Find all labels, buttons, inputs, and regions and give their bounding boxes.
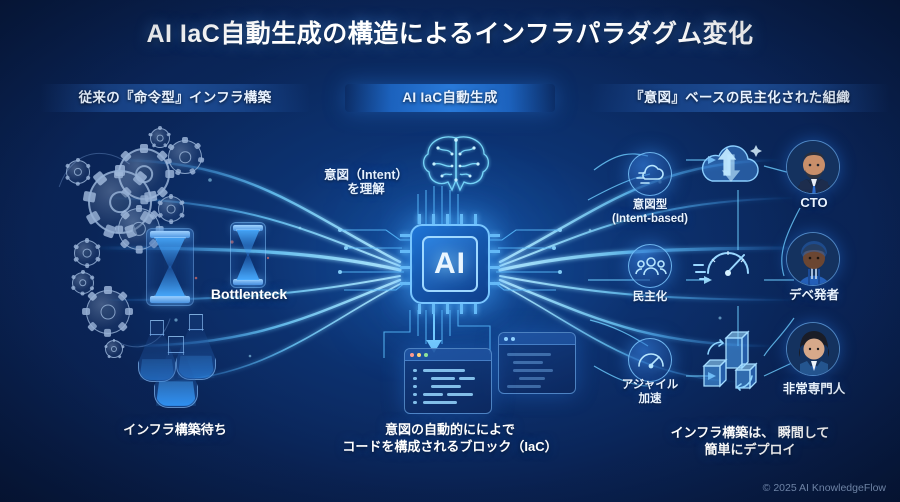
code-window-primary xyxy=(404,348,492,414)
persona-label-specialist: 非常専門人 xyxy=(782,382,846,396)
feature-label-2-line1: アジャイル xyxy=(621,379,679,391)
center-caption: 意図の自動的にによで コードを構成されるブロック（IaC） xyxy=(320,421,580,455)
hourglass-icon xyxy=(146,228,194,306)
intent-label: 意図（Intent） を理解 xyxy=(308,168,424,196)
gear-icon xyxy=(82,286,134,338)
feature-label-2-line2: 加速 xyxy=(638,393,662,405)
right-caption-line1: インフラ構築は、 瞬間して xyxy=(670,425,830,440)
intent-label-line2: を理解 xyxy=(347,182,385,196)
right-caption-line2: 簡単にデプロイ xyxy=(704,442,796,457)
users-group-icon xyxy=(628,244,672,288)
left-caption: インフラ構築待ち xyxy=(123,422,227,437)
avatar-developer xyxy=(786,232,840,286)
feature-label-1: 民主化 xyxy=(608,290,692,304)
code-window-secondary xyxy=(498,332,576,394)
page-title: AI IaC自動生成の構造によるインフラパラダグム変化 xyxy=(146,20,754,48)
intent-label-line1: 意図（Intent） xyxy=(323,168,409,182)
right-caption: インフラ構築は、 瞬間して 簡単にデプロイ xyxy=(620,424,880,458)
chip-label: AI xyxy=(434,247,466,280)
speed-gauge-icon xyxy=(628,338,672,382)
gear-icon xyxy=(72,237,102,269)
gear-icon xyxy=(65,158,91,186)
feature-label-0-line1: 意図型 xyxy=(632,199,668,211)
gear-icon xyxy=(71,270,95,296)
flask-icon xyxy=(152,336,200,408)
cloud-intent-icon xyxy=(628,152,672,196)
feature-label-1-line1: 民主化 xyxy=(632,291,668,303)
gear-icon xyxy=(103,338,125,359)
feature-label-0-line2: (Intent-based) xyxy=(611,213,689,225)
persona-label-developer: デベ発者 xyxy=(788,288,839,302)
gear-icon xyxy=(165,137,205,177)
avatar-specialist xyxy=(786,322,840,376)
brain-icon xyxy=(418,132,494,194)
gauge-icon xyxy=(693,235,762,285)
feature-label-0: 意図型 (Intent-based) xyxy=(600,198,700,226)
column-header-center: AI IaC自動生成 xyxy=(345,84,555,112)
cloud-sync-icon xyxy=(692,135,766,197)
center-caption-line2: コードを構成されるブロック（IaC） xyxy=(342,439,558,454)
cube-blocks-icon xyxy=(696,330,766,396)
feature-label-2: アジャイル 加速 xyxy=(600,378,700,406)
column-header-right: 『意図』ベースの民主化された組織 xyxy=(590,84,890,112)
bottleneck-label: Bottlenteck xyxy=(210,286,288,302)
center-caption-line1: 意図の自動的にによで xyxy=(384,422,515,437)
column-header-left: 従来の『命令型』インフラ構築 xyxy=(40,84,310,112)
persona-label-cto: CTO xyxy=(800,195,828,210)
ai-chip: AI xyxy=(410,224,490,304)
avatar-cto xyxy=(786,140,840,194)
hourglass-icon xyxy=(230,222,266,288)
gear-icon xyxy=(156,193,186,225)
gear-icon xyxy=(148,126,172,149)
copyright-notice: © 2025 AI KnowledgeFlow xyxy=(762,482,886,494)
